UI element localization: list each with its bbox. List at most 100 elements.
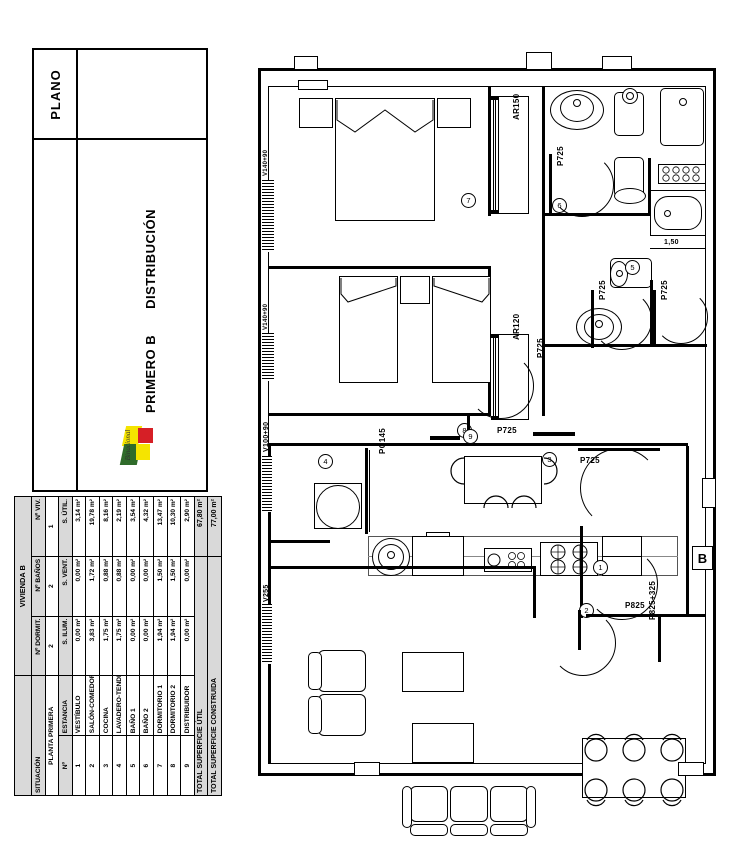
exterior-wall-top — [258, 68, 716, 71]
cooktop-burners — [550, 544, 588, 575]
surface-table-container: VIVIENDA B SITUACIÓN Nº DORMIT. Nº BAÑOS… — [14, 496, 222, 796]
meta-value-banos: 2 — [45, 556, 59, 617]
column-header-estancia: ESTANCIA — [58, 675, 73, 736]
wall-inner-face-bottom — [268, 763, 706, 764]
cell-ilum: 0,00 m² — [126, 616, 140, 676]
kitchen-table-chairs — [450, 457, 558, 509]
dwelling-title: VIVIENDA B — [14, 496, 32, 676]
kitchen-oven — [412, 536, 464, 576]
label-window-living: V255 — [263, 584, 270, 602]
wall-bath2-bottom-edge — [542, 213, 650, 216]
cell-num: 5 — [126, 735, 140, 796]
meta-header-viv: Nº VIV. — [31, 496, 46, 557]
door-leaf-entry — [586, 614, 658, 617]
cell-util: 19,78 m² — [85, 496, 100, 557]
cell-estancia: LAVADERO-TENDEDERO — [112, 675, 127, 736]
cooktop — [540, 542, 598, 576]
dimension-line-bathtub — [650, 248, 706, 249]
label-door-bath1: P725 — [598, 280, 607, 300]
label-window-bedroom2: V140+90 — [263, 303, 269, 330]
label-window-kitchen: V100+90 — [263, 421, 270, 452]
door-swing-vestibule — [550, 610, 616, 676]
logo-text: Binacional — [124, 429, 132, 461]
promoter-row: PROMOTOR: XINGU BINACIONAL, S.L. — [102, 54, 113, 138]
door-leaf-entry-vertical — [658, 616, 661, 662]
surface-table: VIVIENDA B SITUACIÓN Nº DORMIT. Nº BAÑOS… — [14, 496, 222, 796]
meta-value-viv: 1 — [45, 496, 59, 557]
column-header-vent: S. VENT. — [58, 556, 73, 617]
toilet-bath1-flush — [616, 270, 623, 277]
window-living — [262, 604, 272, 664]
cell-ilum: 1,94 m² — [153, 616, 168, 676]
cell-num: 6 — [139, 735, 154, 796]
cell-util: 13,47 m² — [153, 496, 168, 557]
cell-num: 9 — [180, 735, 195, 796]
title-block: PLANO PROYECTO: EDIFICIO VELÁZQUEZ -11 V… — [32, 48, 208, 492]
cell-vent: 0,88 m² — [99, 556, 113, 617]
wardrobe-ar120-jamb-top — [491, 334, 499, 338]
wall-corridor-top — [268, 443, 688, 446]
top-shaft-3 — [602, 56, 632, 70]
bathtub — [654, 196, 702, 230]
cell-estancia: BAÑO 1 — [126, 675, 140, 736]
shower-tray — [660, 88, 704, 146]
cell-ilum: 1,75 m² — [112, 616, 127, 676]
wall-living-divider-right — [533, 566, 536, 618]
cell-ilum: 1,75 m² — [99, 616, 113, 676]
column-header-ilum: S. ILUM. — [58, 616, 73, 676]
column-header-util: S. ÚTIL. — [58, 496, 73, 557]
sofa-arm-right — [526, 786, 536, 828]
wall-corridor-door-jamb-a — [430, 436, 460, 440]
label-entry-door: P825 — [625, 601, 645, 610]
window-bedroom2 — [262, 333, 274, 381]
wall-laundry-bottom — [268, 540, 330, 543]
cell-estancia: BAÑO 2 — [139, 675, 154, 736]
bed-double-coverlet — [336, 100, 434, 133]
cell-estancia: DORMITORIO 2 — [167, 675, 181, 736]
table-row-dwelling-title: VIVIENDA B — [14, 496, 32, 796]
logo-red-shape — [138, 428, 153, 443]
project-row: PROYECTO: EDIFICIO VELÁZQUEZ -11 VIVIEND… — [81, 54, 92, 138]
sofa-cushion-1 — [410, 824, 448, 836]
cell-num: 1 — [72, 735, 86, 796]
cell-num: 7 — [153, 735, 168, 796]
wall-bath1-partition — [650, 280, 653, 347]
kitchen-sink-drain — [387, 551, 395, 559]
exterior-wall-right — [713, 68, 716, 776]
dining-chairs — [584, 733, 684, 807]
cell-vent: 1,72 m² — [85, 556, 100, 617]
sofa-arm-left — [402, 786, 412, 828]
armchair-2-arm — [308, 696, 322, 734]
cell-ilum: 1,94 m² — [167, 616, 181, 676]
wall-living-divider — [268, 566, 536, 569]
total-construida-label: TOTAL SUPERFICIE CONSTRUIDA — [207, 556, 222, 796]
cell-vent: 1,50 m² — [153, 556, 168, 617]
top-shaft-2 — [526, 52, 552, 70]
pilaster-bottom-left — [354, 762, 380, 776]
nightstand-center — [400, 276, 430, 304]
project-info-text: PROYECTO: EDIFICIO VELÁZQUEZ -11 VIVIEND… — [78, 50, 162, 138]
cell-num: 3 — [99, 735, 113, 796]
sofa-seat-2 — [450, 786, 488, 822]
label-kitchen-pass: PC145 — [378, 428, 387, 454]
door-leaf-vestibule — [578, 610, 581, 650]
kitchen-pass-track — [369, 450, 370, 532]
wall-entry-right-lower — [686, 576, 689, 616]
washing-machine-detail — [662, 166, 700, 182]
laundry-drum — [316, 485, 360, 529]
door-leaf-bath1b — [653, 290, 656, 347]
shower-drain — [679, 98, 687, 106]
table-row-total-util: TOTAL SUPERFICIE ÚTIL 67,80 m² — [194, 496, 208, 796]
room-marker-5: 5 — [625, 260, 640, 275]
armchair-1-arm — [308, 652, 322, 690]
wardrobe-ar150 — [493, 96, 529, 214]
cell-vent: 0,88 m² — [112, 556, 127, 617]
armchair-1 — [318, 650, 366, 692]
wall-inner-face-right — [705, 86, 706, 764]
bedroom1-wall-niche — [298, 80, 328, 90]
label-door-corridor-a: P725 — [497, 426, 517, 435]
cell-estancia: SALÓN-COMEDOR — [85, 675, 100, 736]
